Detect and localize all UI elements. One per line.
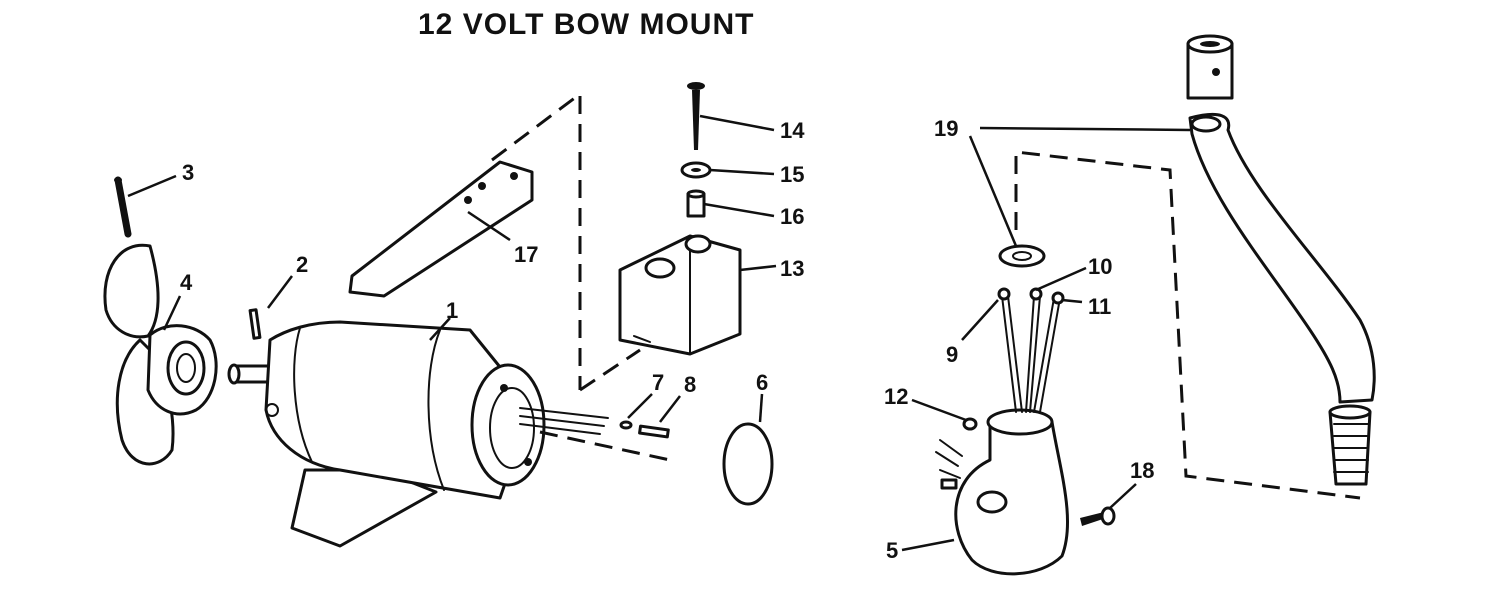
callout-labels: 1 2 3 4 5 6 7 8 9 10 11 12 13 14 15 16 1… (180, 116, 1154, 563)
part-19-shaft-and-washer (998, 113, 1376, 404)
callout-10: 10 (1088, 254, 1112, 279)
callout-15: 15 (780, 162, 804, 187)
part-14-screw (687, 82, 705, 150)
part-16-spacer (686, 189, 706, 218)
diagram-title: 12 VOLT BOW MOUNT (418, 8, 754, 41)
callout-8: 8 (684, 372, 696, 397)
part-2-drive-pin (248, 308, 262, 340)
part-15-washer (680, 161, 712, 179)
callout-14: 14 (780, 118, 805, 143)
part-5-head-housing (935, 408, 1069, 576)
callout-17: 17 (514, 242, 538, 267)
parts-9-10-11-leads (997, 287, 1065, 413)
callout-13: 13 (780, 256, 804, 281)
shaft-threaded-end (1328, 404, 1372, 486)
callout-9: 9 (946, 342, 958, 367)
shaft-top-collar (1186, 34, 1234, 100)
callout-2: 2 (296, 252, 308, 277)
callout-7: 7 (652, 370, 664, 395)
callout-4: 4 (180, 270, 193, 295)
callout-11: 11 (1088, 294, 1111, 319)
part-4-propeller (103, 243, 218, 466)
callout-6: 6 (756, 370, 768, 395)
assembly-dashed-lines (491, 91, 1361, 500)
callout-19: 19 (934, 116, 958, 141)
callout-3: 3 (182, 160, 194, 185)
callout-12: 12 (884, 384, 908, 409)
callout-16: 16 (780, 204, 804, 229)
part-1-motor (227, 320, 609, 548)
leader-lines (127, 114, 1191, 552)
part-12-grommet (962, 417, 978, 431)
callout-1: 1 (446, 298, 458, 323)
callout-18: 18 (1130, 458, 1154, 483)
part-18-screw (1080, 506, 1116, 526)
part-6-o-ring (722, 422, 774, 506)
part-8-pin (638, 424, 670, 439)
callout-5: 5 (886, 538, 898, 563)
part-3-prop-bolt (114, 176, 132, 238)
part-17-bracket (348, 160, 534, 298)
part-13-end-cap (618, 234, 742, 356)
part-7-pin (619, 420, 633, 430)
